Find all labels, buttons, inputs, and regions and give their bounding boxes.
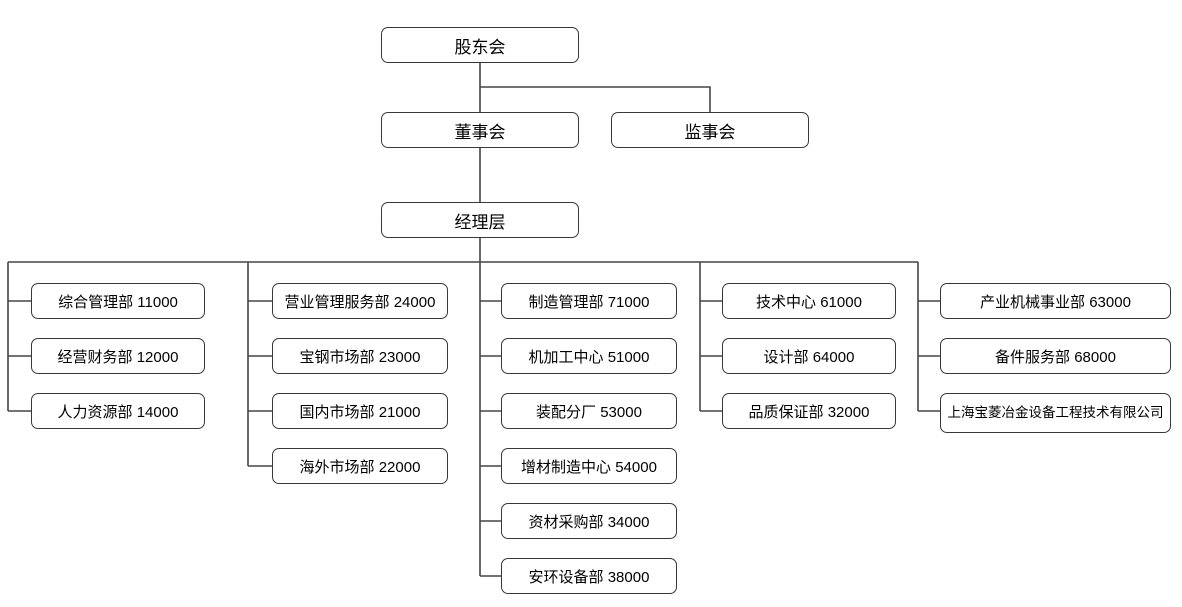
org-node-column-2-item-3: 国内市场部 21000 [272, 393, 448, 429]
org-node-column-5-item-3: 上海宝菱冶金设备工程技术有限公司 [940, 393, 1171, 433]
org-node-column-5-item-1: 产业机械事业部 63000 [940, 283, 1171, 319]
org-node-column-3-item-2: 机加工中心 51000 [501, 338, 677, 374]
org-node-column-4-item-1: 技术中心 61000 [722, 283, 896, 319]
org-node-column-4-item-2: 设计部 64000 [722, 338, 896, 374]
org-node-management-level: 经理层 [381, 202, 579, 238]
org-node-column-1-item-1: 综合管理部 11000 [31, 283, 205, 319]
org-node-column-2-item-4: 海外市场部 22000 [272, 448, 448, 484]
org-node-column-1-item-3: 人力资源部 14000 [31, 393, 205, 429]
org-node-column-3-item-6: 安环设备部 38000 [501, 558, 677, 594]
org-node-column-3-item-1: 制造管理部 71000 [501, 283, 677, 319]
org-node-supervisory-board: 监事会 [611, 112, 809, 148]
org-node-column-3-item-4: 增材制造中心 54000 [501, 448, 677, 484]
org-node-column-5-item-2: 备件服务部 68000 [940, 338, 1171, 374]
org-node-column-4-item-3: 品质保证部 32000 [722, 393, 896, 429]
org-node-shareholders-meeting: 股东会 [381, 27, 579, 63]
org-node-column-3-item-5: 资材采购部 34000 [501, 503, 677, 539]
org-node-column-2-item-1: 营业管理服务部 24000 [272, 283, 448, 319]
org-node-column-3-item-3: 装配分厂 53000 [501, 393, 677, 429]
org-node-column-2-item-2: 宝钢市场部 23000 [272, 338, 448, 374]
org-node-column-1-item-2: 经营财务部 12000 [31, 338, 205, 374]
org-node-board-of-directors: 董事会 [381, 112, 579, 148]
